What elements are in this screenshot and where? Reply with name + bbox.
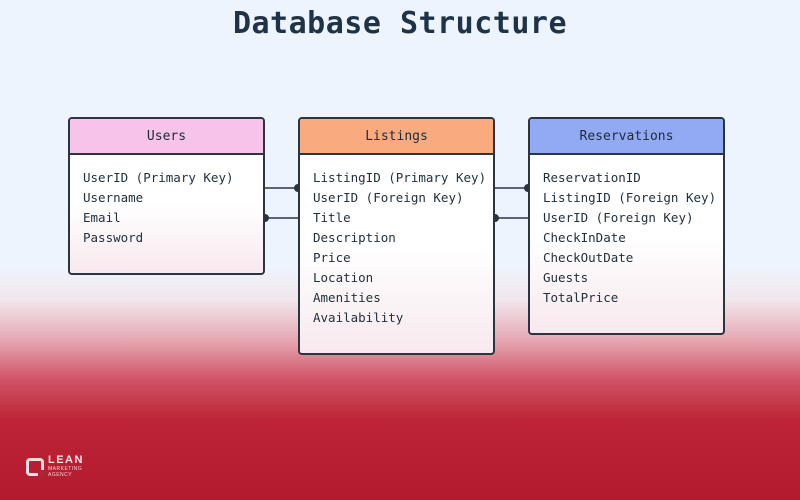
field: Guests — [543, 270, 589, 285]
entity-users-fields: UserID (Primary Key) Username Email Pass… — [70, 155, 263, 248]
entity-listings-fields: ListingID (Primary Key) UserID (Foreign … — [300, 155, 493, 328]
field: Availability — [313, 310, 404, 325]
logo-text: LEAN MARKETING AGENCY — [48, 455, 84, 478]
logo-sub-text-1: MARKETING — [48, 466, 83, 472]
logo-sub-text-2: AGENCY — [48, 472, 73, 478]
entity-users-header: Users — [70, 119, 263, 155]
field: Title — [313, 210, 351, 225]
entity-users: Users UserID (Primary Key) Username Emai… — [68, 117, 265, 275]
logo-mark-icon — [26, 457, 44, 476]
field: ReservationID — [543, 170, 641, 185]
logo-main-text: LEAN — [48, 454, 84, 466]
field: ListingID (Foreign Key) — [543, 190, 717, 205]
brand-logo: LEAN MARKETING AGENCY — [26, 455, 84, 478]
entity-reservations-header: Reservations — [530, 119, 723, 155]
field: ListingID (Primary Key) — [313, 170, 487, 185]
diagram-title: Database Structure — [232, 6, 568, 41]
field: Email — [83, 210, 121, 225]
field: TotalPrice — [543, 290, 619, 305]
field: CheckInDate — [543, 230, 626, 245]
field: UserID (Primary Key) — [83, 170, 234, 185]
entity-listings: Listings ListingID (Primary Key) UserID … — [298, 117, 495, 355]
field: Username — [83, 190, 144, 205]
entity-listings-header: Listings — [300, 119, 493, 155]
field: Password — [83, 230, 144, 245]
field: Location — [313, 270, 374, 285]
entity-reservations-fields: ReservationID ListingID (Foreign Key) Us… — [530, 155, 723, 308]
field: Price — [313, 250, 351, 265]
field: UserID (Foreign Key) — [313, 190, 464, 205]
field: CheckOutDate — [543, 250, 634, 265]
field: Description — [313, 230, 396, 245]
field: UserID (Foreign Key) — [543, 210, 694, 225]
entity-reservations: Reservations ReservationID ListingID (Fo… — [528, 117, 725, 335]
field: Amenities — [313, 290, 381, 305]
